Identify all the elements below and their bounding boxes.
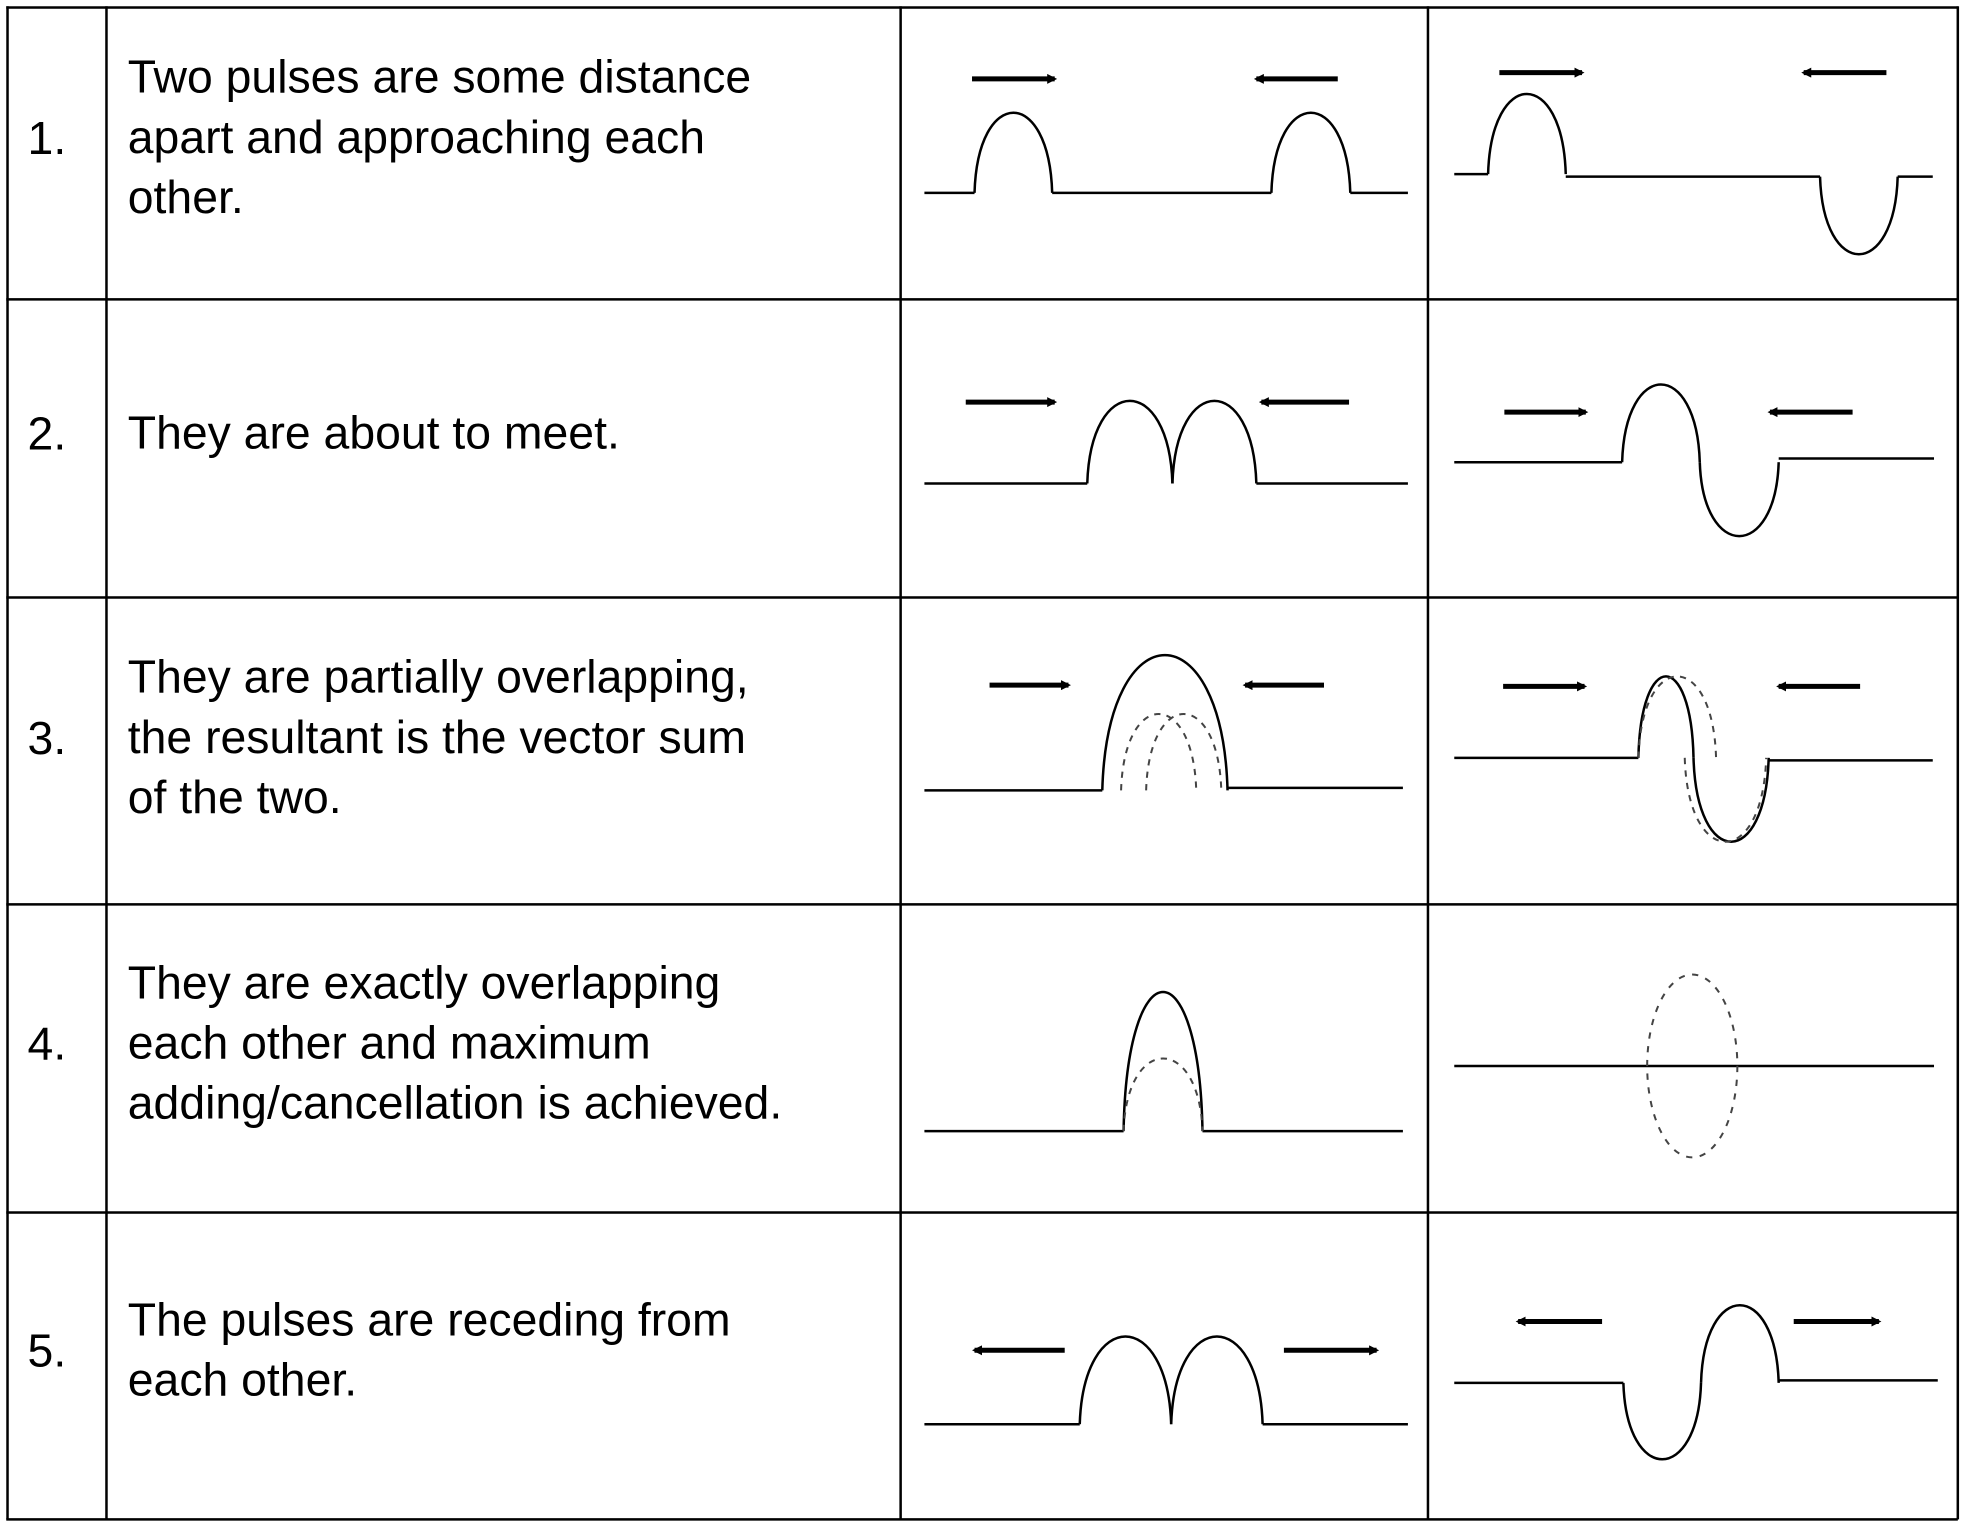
pulse: [1270, 111, 1352, 193]
description-line: of the two.: [127, 771, 342, 823]
component-pulse-dashed: [1120, 713, 1198, 791]
row-divider: [6, 903, 1958, 906]
row-divider: [6, 298, 1958, 301]
column-divider: [105, 6, 108, 1520]
description-line: Two pulses are some distance: [127, 51, 752, 103]
column-divider: [1426, 6, 1429, 1520]
table-border: [6, 6, 9, 1520]
table-border: [6, 1518, 1958, 1521]
pulse: [1122, 990, 1204, 1132]
component-pulse-dashed: [1683, 757, 1768, 843]
cancelled-pulses-dashed: [1646, 973, 1739, 1159]
row-description: They are exactly overlapping each other …: [128, 953, 782, 1133]
column-divider: [899, 6, 902, 1520]
table-border: [6, 6, 1958, 9]
description-line: the resultant is the vector sum: [127, 711, 747, 763]
pulse: [1169, 1335, 1264, 1425]
description-line: They are about to meet.: [127, 407, 620, 459]
description-line: apart and approaching each: [127, 111, 705, 163]
row-description: They are about to meet.: [128, 403, 620, 463]
pulse: [1078, 1335, 1173, 1425]
row-number: 4.: [27, 1018, 67, 1070]
description-line: They are partially overlapping,: [127, 651, 749, 703]
description-line: adding/cancellation is achieved.: [127, 1077, 783, 1129]
component-pulse-dashed: [1122, 1057, 1204, 1132]
description-line: They are exactly overlapping: [127, 956, 721, 1009]
row-divider: [6, 1211, 1958, 1214]
pulse: [973, 111, 1054, 193]
row-description: They are partially overlapping, the resu…: [128, 648, 749, 828]
description-line: The pulses are receding from: [127, 1293, 731, 1346]
description-line: each other.: [127, 1354, 358, 1406]
row-number: 5.: [27, 1325, 67, 1377]
pulse: [1818, 176, 1899, 256]
pulse: [1171, 399, 1258, 484]
row-number: 2.: [27, 408, 67, 460]
row-number: 1.: [27, 112, 67, 165]
description-line: each other and maximum: [127, 1017, 651, 1069]
row-description: Two pulses are some distance apart and a…: [128, 48, 751, 228]
row-number: 3.: [27, 712, 67, 765]
pulse: [1620, 383, 1702, 463]
row-divider: [6, 596, 1958, 599]
description-line: other.: [127, 171, 244, 223]
row-description: The pulses are receding from each other.: [128, 1290, 731, 1410]
pulse: [1699, 1304, 1780, 1383]
pulse: [1486, 92, 1568, 175]
pulse: [1101, 653, 1229, 791]
component-pulse-dashed: [1145, 713, 1223, 791]
table-border: [1956, 6, 1959, 1520]
pulse: [1622, 1382, 1703, 1461]
pulse: [1698, 462, 1780, 538]
pulse: [1637, 675, 1695, 758]
pulse: [1086, 399, 1174, 484]
